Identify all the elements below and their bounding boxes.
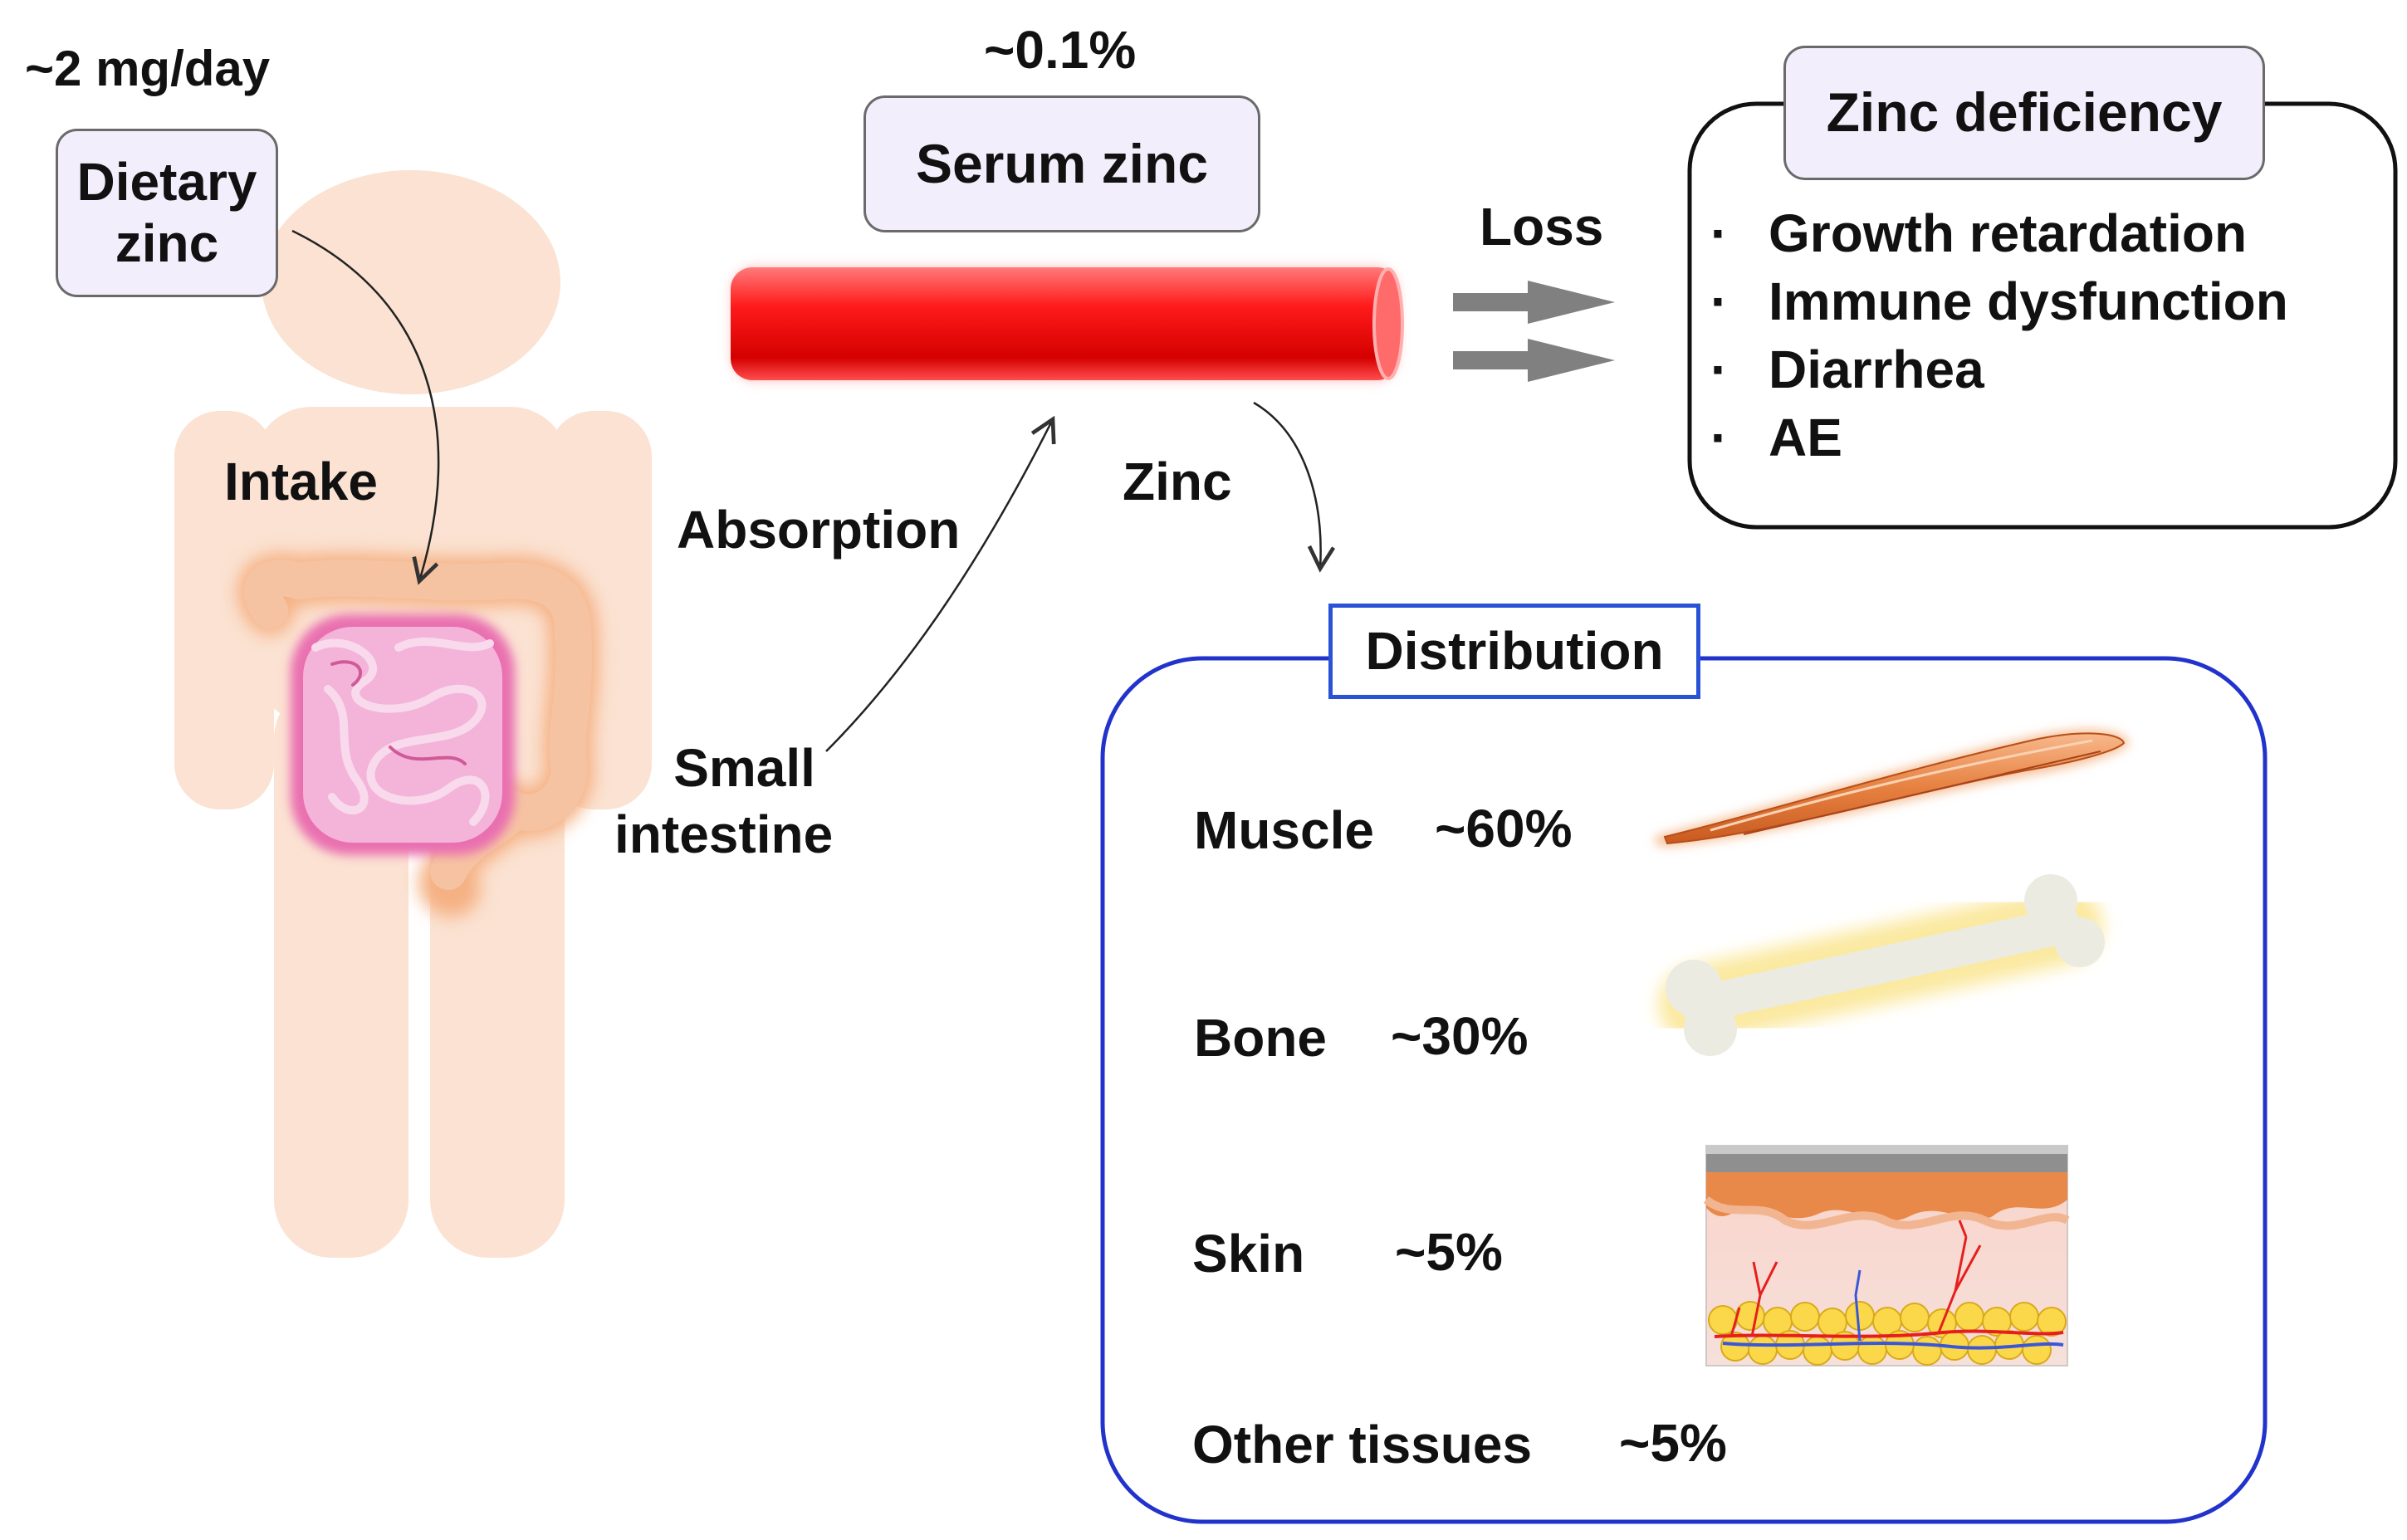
- deficiency-item-label: AE: [1769, 408, 1842, 467]
- small-intestine-line2: intestine: [614, 804, 834, 864]
- distribution-frame: [1100, 656, 2268, 1524]
- dietary-zinc-line2: zinc: [115, 213, 219, 273]
- serum-percent-label: ~0.1%: [984, 20, 1137, 80]
- blood-vessel-illustration: [731, 266, 1404, 382]
- distribution-tissue-label: Other tissues: [1192, 1415, 1533, 1474]
- intake-amount-label: ~2 mg/day: [25, 41, 271, 96]
- deficiency-symptom-list: ·Growth retardation ·Immune dysfunction …: [1710, 199, 2288, 472]
- intake-arrow: [291, 229, 440, 585]
- deficiency-item: · Immune dysfunction: [1710, 267, 2288, 335]
- absorption-arrow: [825, 415, 1056, 752]
- intake-label: Intake: [224, 452, 378, 511]
- distribution-percent-label: ~60%: [1435, 799, 1573, 858]
- small-intestine-label: Small intestine: [614, 735, 833, 868]
- distribution-title: Distribution: [1365, 620, 1664, 681]
- dietary-zinc-box: Dietary zinc: [56, 129, 278, 297]
- small-intestine-line1: Small: [673, 738, 815, 798]
- distribution-tissue-label: Skin: [1192, 1224, 1305, 1283]
- bullet: ·: [1710, 203, 1729, 263]
- zinc-deficiency-title: Zinc deficiency: [1826, 81, 2223, 144]
- deficiency-item-label: Diarrhea: [1769, 340, 1984, 399]
- intestines-illustration: [237, 553, 599, 917]
- deficiency-item: · Growth retardation: [1710, 199, 2288, 267]
- serum-zinc-box: Serum zinc: [863, 95, 1260, 232]
- muscle-illustration: [1654, 729, 2130, 847]
- distribution-percent-label: ~5%: [1619, 1413, 1727, 1473]
- dietary-zinc-line1: Dietary: [76, 151, 257, 212]
- bullet: ·: [1710, 408, 1729, 467]
- zinc-deficiency-title-box: Zinc deficiency: [1783, 46, 2265, 180]
- distribution-arrow: [1253, 401, 1336, 573]
- deficiency-item: · Diarrhea: [1710, 335, 2288, 403]
- distribution-percent-label: ~30%: [1391, 1006, 1529, 1066]
- deficiency-item-label: Growth retardation: [1769, 203, 2248, 263]
- loss-arrows: [1453, 281, 1615, 382]
- serum-zinc-label: Serum zinc: [915, 132, 1209, 194]
- absorption-label: Absorption: [677, 500, 961, 560]
- deficiency-item: · AE: [1710, 403, 2288, 472]
- deficiency-item-label: Immune dysfunction: [1769, 271, 2288, 331]
- loss-label: Loss: [1480, 197, 1604, 257]
- skin-illustration: [1703, 1145, 2070, 1366]
- distribution-tissue-label: Bone: [1194, 1008, 1327, 1068]
- distribution-percent-label: ~5%: [1395, 1222, 1503, 1282]
- bullet: ·: [1710, 271, 1729, 331]
- bullet: ·: [1710, 340, 1729, 399]
- distribution-title-box: Distribution: [1328, 604, 1700, 699]
- distribution-tissue-label: Muscle: [1194, 800, 1374, 860]
- zinc-flow-label: Zinc: [1123, 452, 1232, 511]
- bone-illustration: [1658, 874, 2105, 1056]
